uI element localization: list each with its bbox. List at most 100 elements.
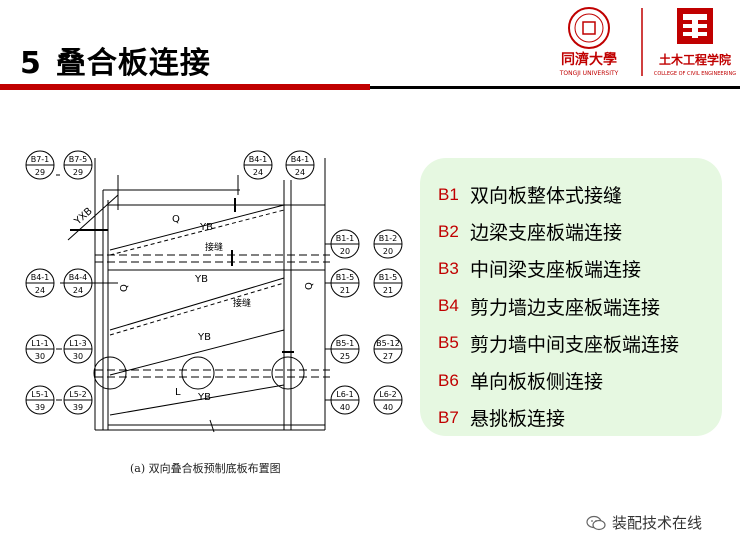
reference-tag: B5-1 25 bbox=[330, 334, 360, 364]
detail-circle-2 bbox=[181, 356, 215, 390]
reference-tag-id: B1-5 bbox=[336, 273, 355, 282]
wechat-icon bbox=[586, 515, 606, 530]
reference-tag-id: L1-3 bbox=[69, 339, 87, 348]
yxb-diagonal bbox=[67, 194, 119, 241]
legend-label: 单向板板侧连接 bbox=[470, 371, 604, 394]
reference-tag-page: 40 bbox=[383, 403, 393, 412]
reference-tag-page: 24 bbox=[73, 286, 83, 295]
yb-diagonal-1b bbox=[109, 209, 285, 256]
label-yb3: YB bbox=[197, 332, 211, 343]
reference-tag: L5-1 39 bbox=[25, 385, 55, 415]
reference-tag-page: 29 bbox=[73, 168, 83, 177]
tongji-name: 同濟大學 bbox=[561, 51, 617, 68]
legend-code: B6 bbox=[438, 370, 459, 390]
label-yxb: YXB bbox=[72, 206, 95, 228]
yb-diagonal-3 bbox=[109, 329, 285, 376]
legend-item: B6 单向板板侧连接 bbox=[438, 362, 722, 399]
reference-tag-id: L5-1 bbox=[31, 390, 49, 399]
college-en: COLLEGE OF CIVIL ENGINEERING bbox=[654, 71, 736, 77]
detail-circle-1 bbox=[93, 356, 127, 390]
break-mark bbox=[209, 419, 215, 433]
reference-tag: B1-5 21 bbox=[330, 268, 360, 298]
reference-tag-id: B1-2 bbox=[379, 234, 398, 243]
reference-tag: B7-5 29 bbox=[63, 150, 93, 180]
reference-tag: L5-2 39 bbox=[63, 385, 93, 415]
label-joint2: 接缝 bbox=[233, 297, 251, 309]
tag-layer: B7-129B7-529B4-124B4-124B1-120B1-220B4-1… bbox=[25, 150, 403, 415]
reference-tag-page: 24 bbox=[35, 286, 45, 295]
label-q2: Q bbox=[119, 284, 130, 292]
label-l: L bbox=[175, 387, 181, 398]
watermark-text: 装配技术在线 bbox=[612, 514, 703, 532]
college-name: 土木工程学院 bbox=[659, 52, 731, 67]
yb-diagonal-1 bbox=[109, 204, 285, 251]
reference-tag-id: B5-1 bbox=[336, 339, 355, 348]
reference-tag-id: L5-2 bbox=[69, 390, 87, 399]
label-yb1: YB bbox=[199, 222, 213, 233]
reference-tag-id: L1-1 bbox=[31, 339, 49, 348]
reference-tag-id: B4-1 bbox=[249, 155, 268, 164]
header-rule-red bbox=[0, 84, 370, 90]
reference-tag: L6-1 40 bbox=[330, 385, 360, 415]
legend-code: B2 bbox=[438, 221, 459, 241]
reference-tag-page: 30 bbox=[35, 352, 45, 361]
legend-item: B2 边梁支座板端连接 bbox=[438, 213, 722, 250]
reference-tag-id: B4-1 bbox=[291, 155, 310, 164]
college-emblem-icon bbox=[677, 8, 713, 44]
reference-tag-page: 27 bbox=[383, 352, 393, 361]
legend-item: B4 剪力墙边支座板端连接 bbox=[438, 288, 722, 325]
tongji-en: TONGJI UNIVERSITY bbox=[559, 70, 619, 77]
reference-tag-id: B4-4 bbox=[69, 273, 88, 282]
label-q1: Q bbox=[172, 214, 180, 225]
reference-tag-id: B7-5 bbox=[69, 155, 88, 164]
yb-diagonal-2b bbox=[109, 282, 285, 336]
label-q3: Q bbox=[304, 282, 315, 290]
reference-tag-page: 21 bbox=[340, 286, 350, 295]
reference-tag: B4-4 24 bbox=[63, 268, 93, 298]
reference-tag: L6-2 40 bbox=[373, 385, 403, 415]
reference-tag-page: 20 bbox=[340, 247, 350, 256]
reference-tag-id: B5-12 bbox=[376, 339, 400, 348]
legend-label: 剪力墙边支座板端连接 bbox=[470, 296, 661, 319]
label-joint1: 接缝 bbox=[205, 241, 223, 253]
legend-item: B1 双向板整体式接缝 bbox=[438, 176, 722, 213]
legend-code: B7 bbox=[438, 407, 459, 427]
reference-tag-id: L6-1 bbox=[336, 390, 354, 399]
tongji-seal-icon bbox=[568, 7, 610, 49]
reference-tag-page: 40 bbox=[340, 403, 350, 412]
watermark: 装配技术在线 bbox=[586, 512, 702, 533]
reference-tag-page: 29 bbox=[35, 168, 45, 177]
reference-tag-page: 25 bbox=[340, 352, 350, 361]
reference-tag-page: 21 bbox=[383, 286, 393, 295]
legend-label: 双向板整体式接缝 bbox=[470, 185, 623, 208]
header-rule-black bbox=[370, 86, 740, 89]
reference-tag: B5-12 27 bbox=[373, 334, 403, 364]
logo-svg: 同濟大學 TONGJI UNIVERSITY 土木工程学院 COLLEGE OF… bbox=[559, 7, 736, 77]
reference-tag-page: 39 bbox=[35, 403, 45, 412]
reference-tag: B1-521 bbox=[373, 268, 403, 298]
reference-tag: B4-124 bbox=[285, 150, 315, 180]
legend-code: B1 bbox=[438, 184, 459, 204]
reference-tag: L1-1 30 bbox=[25, 334, 55, 364]
section-title: 叠合板连接 bbox=[55, 46, 211, 81]
reference-tag-page: 39 bbox=[73, 403, 83, 412]
reference-tag: B4-124 bbox=[243, 150, 273, 180]
label-yb2: YB bbox=[194, 274, 208, 285]
legend-code: B5 bbox=[438, 333, 459, 353]
detail-circle-3 bbox=[271, 356, 305, 390]
legend-label: 边梁支座板端连接 bbox=[470, 222, 623, 245]
legend-label: 中间梁支座板端连接 bbox=[470, 259, 642, 282]
reference-tag-id: L6-2 bbox=[379, 390, 397, 399]
reference-tag: B1-220 bbox=[373, 229, 403, 259]
reference-tag: B4-124 bbox=[25, 268, 55, 298]
yb-diagonal-4 bbox=[109, 384, 285, 416]
reference-tag: B1-120 bbox=[330, 229, 360, 259]
yb-diagonal-2 bbox=[109, 277, 285, 331]
reference-tag-page: 30 bbox=[73, 352, 83, 361]
legend-code: B4 bbox=[438, 296, 459, 316]
